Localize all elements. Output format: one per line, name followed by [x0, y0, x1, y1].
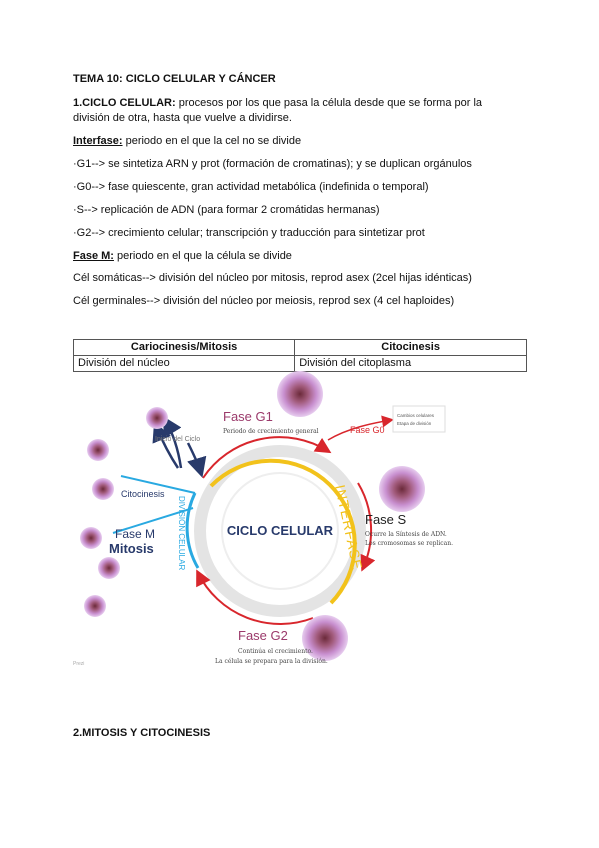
interfase-label: Interfase:: [73, 135, 123, 147]
interfase-line: Interfase: periodo en el que la cel no s…: [73, 134, 301, 149]
s-desc-1: Ocurre la Síntesis de ADN.: [365, 531, 447, 538]
g2-cell: [302, 615, 348, 661]
fase-m-label: Fase M:: [73, 250, 114, 262]
g2-arrow-arc: [196, 569, 314, 625]
mitosis-cell-3: [80, 527, 102, 549]
document-title: TEMA 10: CICLO CELULAR Y CÁNCER: [73, 73, 276, 85]
legend-text-2: Etapa de división: [397, 421, 432, 426]
section1-line1: 1.CICLO CELULAR: procesos por los que pa…: [73, 96, 482, 111]
fase-m-diagram-label: Fase M: [115, 527, 155, 541]
section2-heading: 2.MITOSIS Y CITOCINESIS: [73, 727, 211, 739]
mitosis-cell-5: [84, 595, 106, 617]
somatic-cells-line: Cél somáticas--> división del núcleo por…: [73, 272, 472, 284]
germinal-cells-line: Cél germinales--> división del núcleo po…: [73, 295, 455, 307]
g2-title: Fase G2: [238, 628, 288, 643]
s-title: Fase S: [365, 512, 407, 527]
interfase-text: periodo en el que la cel no se divide: [122, 135, 302, 147]
inicio-arrow-left: [152, 421, 180, 469]
interfase-arc: [209, 458, 357, 605]
blue-line-upper: [120, 475, 196, 494]
section1-text-b: división de otra, hasta que vuelve a div…: [73, 112, 292, 124]
g1-arrow-arc: [202, 436, 332, 479]
inicio-arrow-right: [186, 442, 207, 478]
phase-s: ·S--> replicación de ADN (para formar 2 …: [73, 204, 380, 216]
division-arc-label: DIVISIÓN CELULAR: [177, 496, 186, 570]
blue-line-lower: [112, 507, 194, 534]
legend-box: [392, 405, 446, 433]
g0-label: Fase G0: [350, 425, 385, 435]
inner-circle: [221, 472, 339, 590]
inicio-cell: [146, 407, 168, 429]
comparison-table: Cariocinesis/Mitosis Citocinesis Divisió…: [72, 339, 527, 372]
table-header-row: Cariocinesis/Mitosis Citocinesis: [72, 339, 527, 356]
s-desc-2: Los cromosomas se replican.: [365, 540, 453, 547]
mitosis-label: Mitosis: [109, 541, 154, 556]
mitosis-cell-2: [92, 478, 114, 500]
fase-m-text: periodo en el que la célula se divide: [113, 250, 292, 262]
mitosis-cell-1: [87, 439, 109, 461]
fase-m-line: Fase M: periodo en el que la célula se d…: [73, 249, 292, 264]
inicio-label: Inicio del Ciclo: [155, 436, 200, 443]
g1-cell: [277, 371, 323, 417]
g1-title: Fase G1: [223, 409, 273, 424]
table-row: División del núcleo División del citopla…: [72, 355, 527, 372]
table-cell: División del citoplasma: [294, 355, 527, 372]
s-arrow-arc: [357, 482, 376, 572]
phase-g2: ·G2--> crecimiento celular; transcripció…: [73, 227, 425, 239]
cell-cycle-diagram: Cambios celulares Etapa de división CICL…: [73, 371, 453, 667]
phase-g1: ·G1--> se sintetiza ARN y prot (formació…: [73, 158, 472, 170]
table-header-cell: Citocinesis: [294, 339, 527, 356]
s-cell: [379, 466, 425, 512]
g2-desc-1: Continúa el crecimiento.: [238, 648, 313, 655]
citocinesis-label: Citocinesis: [121, 489, 165, 499]
outer-ring: [194, 445, 366, 617]
inicio-arrow-mid: [162, 415, 183, 469]
g2-desc-2: La célula se prepara para la división.: [215, 658, 328, 665]
center-label: CICLO CELULAR: [227, 523, 334, 538]
phase-g0: ·G0--> fase quiescente, gran actividad m…: [73, 181, 429, 193]
division-arc: [185, 492, 200, 569]
table-cell: División del núcleo: [72, 355, 296, 372]
legend-text-1: Cambios celulares: [397, 413, 435, 418]
g0-arrow: [327, 415, 394, 441]
mitosis-cell-4: [98, 557, 120, 579]
section1-text-a: procesos por los que pasa la célula desd…: [175, 97, 483, 109]
watermark: Prezi: [73, 661, 84, 667]
g1-desc: Periodo de crecimiento general: [223, 428, 319, 435]
section1-heading: 1.CICLO CELULAR:: [73, 97, 176, 109]
table-header-cell: Cariocinesis/Mitosis: [72, 339, 296, 356]
